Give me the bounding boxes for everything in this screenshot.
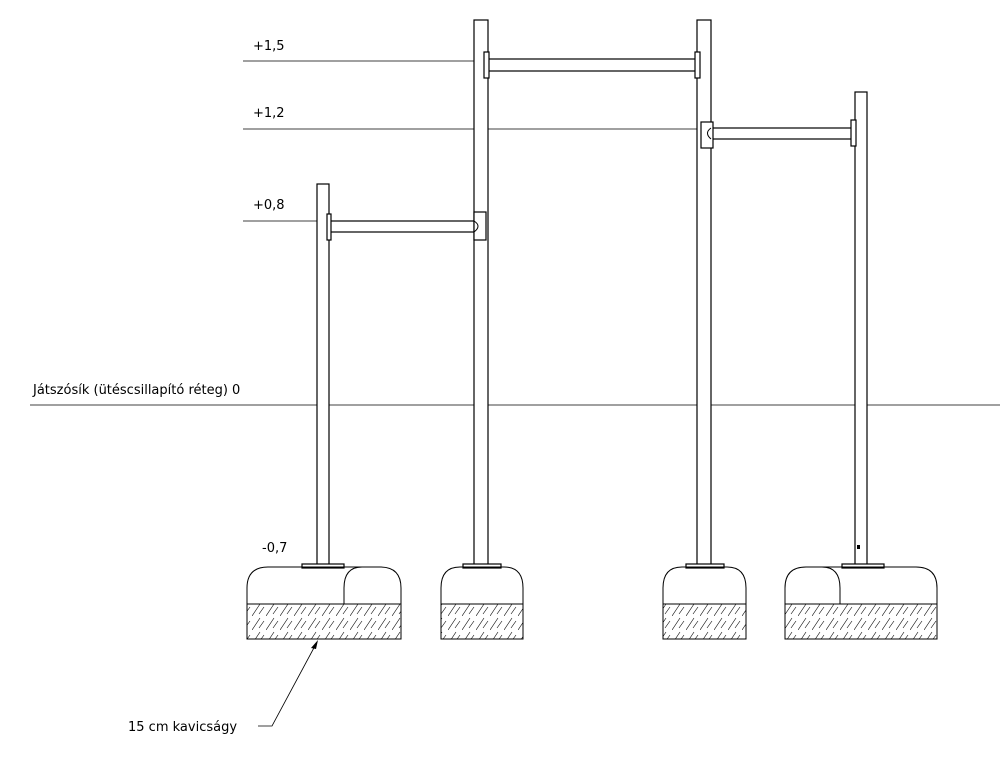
- foundation-2-gravel: [440, 603, 524, 640]
- foundations: [246, 566, 938, 640]
- bar-0-8-clamp: [473, 211, 487, 241]
- bar-1-5-bracket-right: [694, 51, 701, 79]
- callout-leader: [258, 643, 317, 727]
- post-2: [473, 19, 489, 568]
- bar-1-2-clamp: [700, 121, 714, 149]
- base-plates: [301, 545, 885, 569]
- callout-label: 15 cm kavicságy: [128, 720, 237, 735]
- foundation-1-concrete: [246, 566, 402, 605]
- level-label-1-2: +1,2: [253, 106, 285, 121]
- bar-1-5-bracket-left: [483, 51, 490, 79]
- post-4: [854, 91, 868, 568]
- foundation-level-label: -0,7: [262, 541, 287, 556]
- foundation-4-divider: [821, 566, 841, 604]
- foundation-3-concrete: [662, 566, 747, 605]
- post-1: [316, 183, 330, 568]
- foundation-1-divider: [343, 566, 363, 604]
- base-plate-4: [841, 563, 885, 569]
- bar-0-8-bracket-left: [326, 213, 332, 241]
- gravel-callout: 15 cm kavicságy: [128, 640, 318, 735]
- foundation-4-gravel: [784, 603, 938, 640]
- bar-1-2-clamp-curve: [707, 127, 712, 140]
- bar-1-5: [487, 58, 698, 72]
- bar-0-8-clamp-curve: [473, 220, 479, 233]
- foundation-2-concrete: [440, 566, 524, 605]
- post-3: [696, 19, 712, 568]
- level-label-0-8: +0,8: [253, 198, 285, 213]
- base-plate-3: [685, 563, 725, 569]
- foundation-3-gravel: [662, 603, 747, 640]
- foundation-1-gravel: [246, 603, 402, 640]
- callout-arrowhead: [311, 640, 318, 649]
- bar-1-2: [710, 127, 855, 140]
- level-label-1-5: +1,5: [253, 39, 285, 54]
- bar-0-8: [328, 220, 475, 233]
- foundation-4-concrete: [784, 566, 938, 605]
- bar-1-2-bracket-right: [850, 119, 857, 147]
- level-lines: [30, 60, 1000, 406]
- base-plate-1: [301, 563, 345, 569]
- post-4-marker: [857, 545, 860, 549]
- bars: [326, 51, 857, 241]
- posts: [316, 19, 868, 568]
- ground-level-label: Játszósík (ütéscsillapító réteg) 0: [32, 383, 240, 398]
- base-plate-2: [462, 563, 502, 569]
